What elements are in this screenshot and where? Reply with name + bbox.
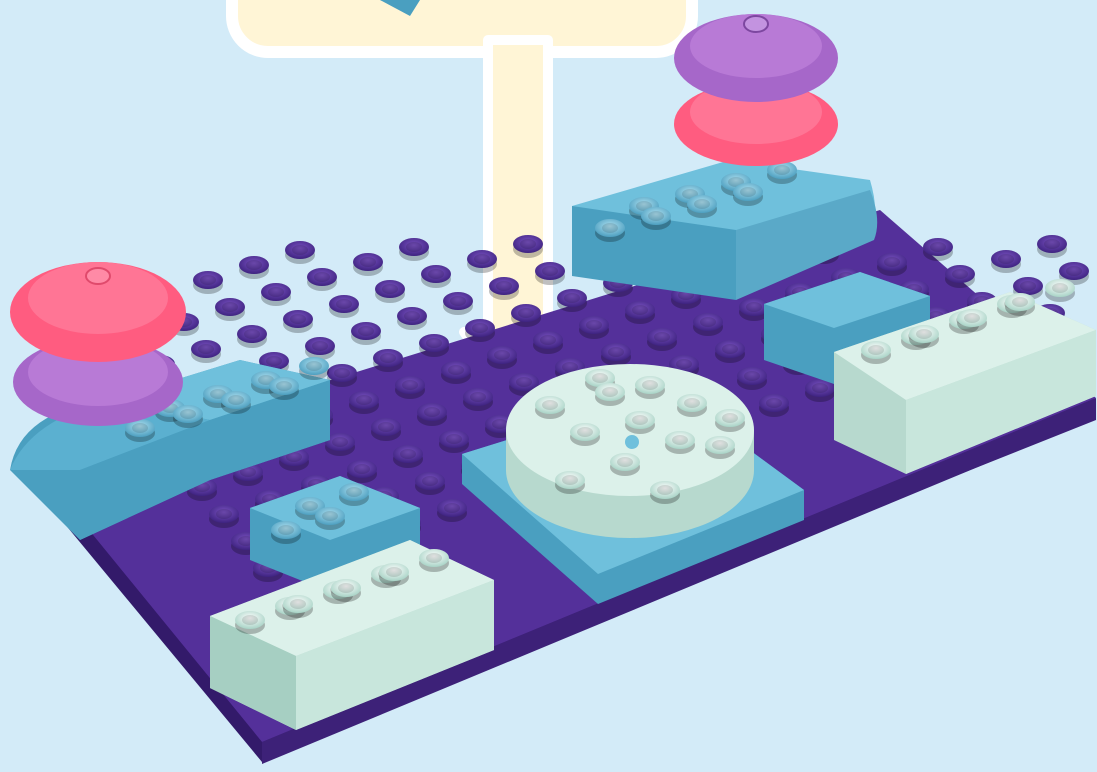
brick-stud <box>271 521 301 544</box>
baseplate-stud <box>1037 235 1067 258</box>
round-plate-stud <box>650 481 680 504</box>
baseplate-stud <box>489 277 519 300</box>
baseplate-stud <box>579 316 609 339</box>
baseplate-stud <box>625 301 655 324</box>
brick-stud <box>379 563 409 586</box>
baseplate-stud <box>261 283 291 306</box>
brick-stud <box>299 357 329 380</box>
baseplate-stud <box>349 391 379 414</box>
baseplate-stud <box>557 289 587 312</box>
baseplate-stud <box>443 292 473 315</box>
baseplate-stud <box>307 268 337 291</box>
baseplate-stud <box>535 262 565 285</box>
baseplate-stud <box>215 298 245 321</box>
baseplate-stud <box>347 460 377 483</box>
round-plate-stud <box>665 431 695 454</box>
baseplate-stud <box>305 337 335 360</box>
baseplate-stud <box>237 325 267 348</box>
baseplate-stud <box>439 430 469 453</box>
baseplate-stud <box>193 271 223 294</box>
baseplate-stud <box>513 235 543 258</box>
baseplate-stud <box>283 310 313 333</box>
brick-stud <box>595 219 625 242</box>
baseplate-stud <box>397 307 427 330</box>
baseplate-stud <box>467 250 497 273</box>
brick-stud <box>909 325 939 348</box>
callout-box <box>232 0 692 52</box>
round-plate-stud <box>555 471 585 494</box>
brick-stud <box>339 483 369 506</box>
baseplate-stud <box>417 403 447 426</box>
baseplate-stud <box>463 388 493 411</box>
baseplate-stud <box>327 364 357 387</box>
brick-stud <box>641 207 671 230</box>
baseplate-stud <box>373 349 403 372</box>
baseplate-stud <box>991 250 1021 273</box>
brick-stud <box>173 405 203 428</box>
baseplate-stud <box>209 505 239 528</box>
baseplate-stud <box>737 367 767 390</box>
brick-stud <box>221 391 251 414</box>
baseplate-stud <box>441 361 471 384</box>
flower-right <box>674 14 838 166</box>
baseplate-stud <box>601 343 631 366</box>
brick-stud <box>1005 293 1035 316</box>
baseplate-stud <box>511 304 541 327</box>
round-plate-stud <box>610 453 640 476</box>
baseplate-stud <box>285 241 315 264</box>
baseplate-stud <box>437 499 467 522</box>
round-plate-stud <box>535 396 565 419</box>
baseplate-stud <box>393 445 423 468</box>
baseplate-stud <box>421 265 451 288</box>
brick-stud <box>269 377 299 400</box>
brick-stud <box>687 195 717 218</box>
baseplate-stud <box>693 313 723 336</box>
round-plate-stud <box>625 411 655 434</box>
baseplate-stud <box>877 253 907 276</box>
round-plate-stud <box>595 383 625 406</box>
flower-left <box>10 262 186 426</box>
baseplate-stud <box>351 322 381 345</box>
brick-stud <box>331 579 361 602</box>
baseplate-stud <box>371 418 401 441</box>
baseplate-stud <box>487 346 517 369</box>
round-plate-stud <box>705 436 735 459</box>
baseplate-stud <box>399 238 429 261</box>
brick-stud <box>1045 279 1075 302</box>
baseplate-stud <box>923 238 953 261</box>
baseplate-stud <box>191 340 221 363</box>
brick-stud <box>861 341 891 364</box>
baseplate-stud <box>647 328 677 351</box>
baseplate-stud <box>375 280 405 303</box>
brick-stud <box>419 549 449 572</box>
baseplate-stud <box>239 256 269 279</box>
baseplate-stud <box>945 265 975 288</box>
round-plate-stud <box>715 409 745 432</box>
baseplate-stud <box>419 334 449 357</box>
brick-stud <box>283 595 313 618</box>
baseplate-stud <box>329 295 359 318</box>
brick-stud <box>957 309 987 332</box>
round-plate-mint <box>506 364 754 538</box>
baseplate-stud <box>465 319 495 342</box>
baseplate-stud <box>759 394 789 417</box>
brick-stud <box>315 507 345 530</box>
round-plate-stud <box>570 423 600 446</box>
round-plate-stud <box>635 376 665 399</box>
baseplate-stud <box>395 376 425 399</box>
baseplate-stud <box>533 331 563 354</box>
baseplate-stud <box>353 253 383 276</box>
brick-stud <box>733 183 763 206</box>
baseplate-stud <box>715 340 745 363</box>
baseplate-stud <box>415 472 445 495</box>
round-plate-stud <box>677 394 707 417</box>
brick-stud <box>235 611 265 634</box>
